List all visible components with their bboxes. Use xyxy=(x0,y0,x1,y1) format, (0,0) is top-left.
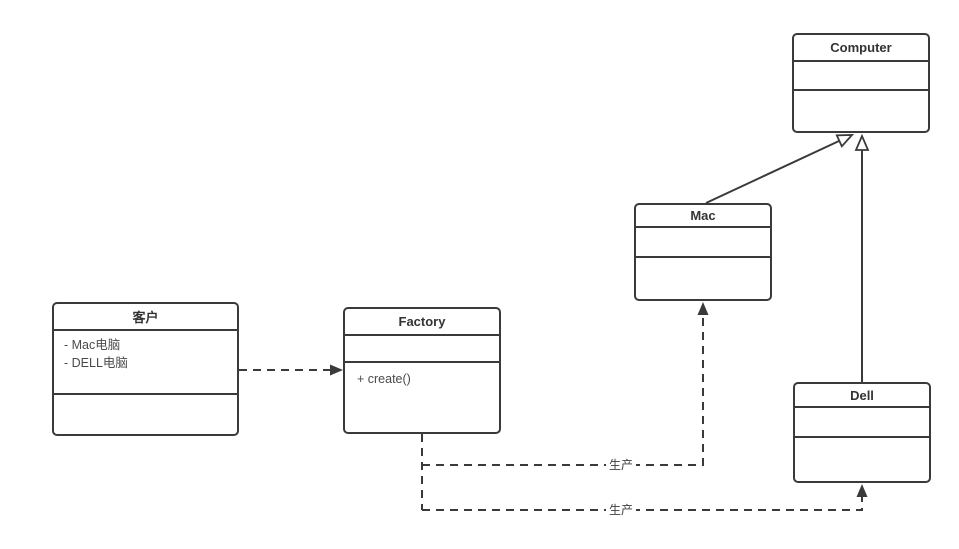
class-box-customer: 客户 - Mac电脑 - DELL电脑 xyxy=(52,302,239,436)
class-method: + create() xyxy=(357,372,411,386)
dependency-edge-factory-mac xyxy=(422,302,709,466)
dependency-edge-factory-dell xyxy=(422,484,868,511)
class-methods-section: + create() xyxy=(345,363,499,432)
class-title: Mac xyxy=(636,205,770,228)
inheritance-edge-mac-computer xyxy=(705,134,855,204)
class-box-mac: Mac xyxy=(634,203,772,301)
class-attributes-section xyxy=(795,408,929,438)
filled-arrowhead xyxy=(856,484,868,497)
class-methods-section xyxy=(794,91,928,131)
class-attribute: - DELL电脑 xyxy=(64,355,128,370)
class-box-factory: Factory + create() xyxy=(343,307,501,434)
class-attributes-section xyxy=(794,62,928,91)
class-attribute: - Mac电脑 xyxy=(64,338,121,352)
class-box-dell: Dell xyxy=(793,382,931,483)
filled-arrowhead xyxy=(330,364,343,376)
class-title: 客户 xyxy=(54,304,237,331)
filled-arrowhead xyxy=(697,302,709,315)
class-box-computer: Computer xyxy=(792,33,930,133)
edge-label-produce-mac: 生产 xyxy=(605,458,637,472)
hollow-triangle-arrowhead xyxy=(835,134,855,148)
class-attributes-section xyxy=(636,228,770,258)
hollow-triangle-arrowhead xyxy=(854,133,870,151)
class-title: Computer xyxy=(794,35,928,62)
dependency-edge-customer-factory xyxy=(239,364,343,376)
class-title: Dell xyxy=(795,384,929,408)
edge-label-produce-dell: 生产 xyxy=(605,503,637,517)
class-attributes-section xyxy=(345,336,499,363)
class-methods-section xyxy=(54,395,237,434)
class-methods-section xyxy=(795,438,929,481)
class-attributes-section: - Mac电脑 - DELL电脑 xyxy=(54,331,237,395)
class-title: Factory xyxy=(345,309,499,336)
inheritance-edge-dell-computer xyxy=(854,133,870,382)
class-methods-section xyxy=(636,258,770,299)
